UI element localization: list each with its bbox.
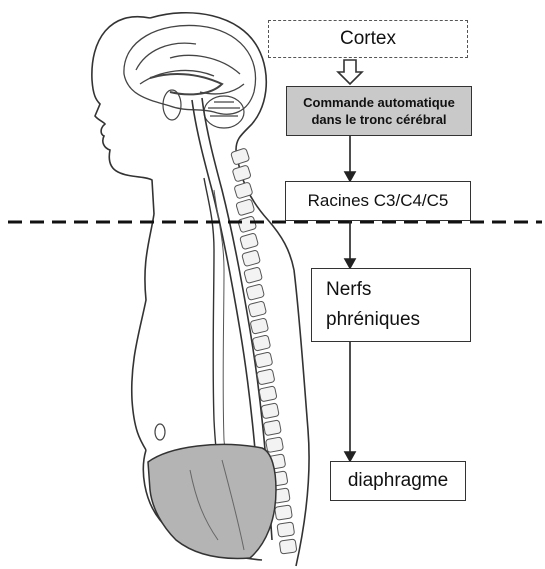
vertebra [277,522,295,537]
vertebra [261,403,279,419]
cortex-arrow [338,60,362,84]
vertebra [263,420,281,436]
nerve-roots-box: Racines C3/C4/C5 [285,181,471,221]
nipple [155,424,165,440]
phrenic-nerves-line2: phréniques [326,305,420,335]
vertebra [259,386,277,402]
cortex-label: Cortex [340,28,396,50]
vertebra [279,539,297,554]
vertebra [254,352,272,368]
cortex-box: Cortex [268,20,468,58]
brainstem-command-line1: Commande automatique [303,94,455,111]
vertebra [248,301,267,318]
vertebra [252,335,271,351]
brainstem-command-box: Commande automatique dans le tronc céréb… [286,86,472,136]
vertebra [240,233,259,250]
phrenic-nerves-box: Nerfs phréniques [311,268,471,342]
vertebra [246,284,265,301]
vertebra [236,199,255,216]
phrenic-nerves-label: Nerfs phréniques [326,275,420,335]
brainstem-command-line2: dans le tronc cérébral [303,111,455,128]
vertebra [275,505,293,520]
diaphragm-box: diaphragme [330,461,466,501]
brainstem-command-label: Commande automatique dans le tronc céréb… [303,94,455,128]
vertebra [238,216,257,233]
vertebra [244,267,263,284]
diaphragm-shape [148,444,276,558]
vertebra [265,437,283,453]
vertebra [242,250,261,267]
vertebra [250,318,269,334]
brain [124,25,256,114]
vertebra [257,369,275,385]
diaphragm-label: diaphragme [348,470,448,492]
phrenic-nerves-line1: Nerfs [326,275,420,305]
phrenic-nerve-2 [214,190,228,466]
nerve-roots-label: Racines C3/C4/C5 [308,191,449,211]
vertebra [232,165,251,182]
vertebra [231,148,250,165]
